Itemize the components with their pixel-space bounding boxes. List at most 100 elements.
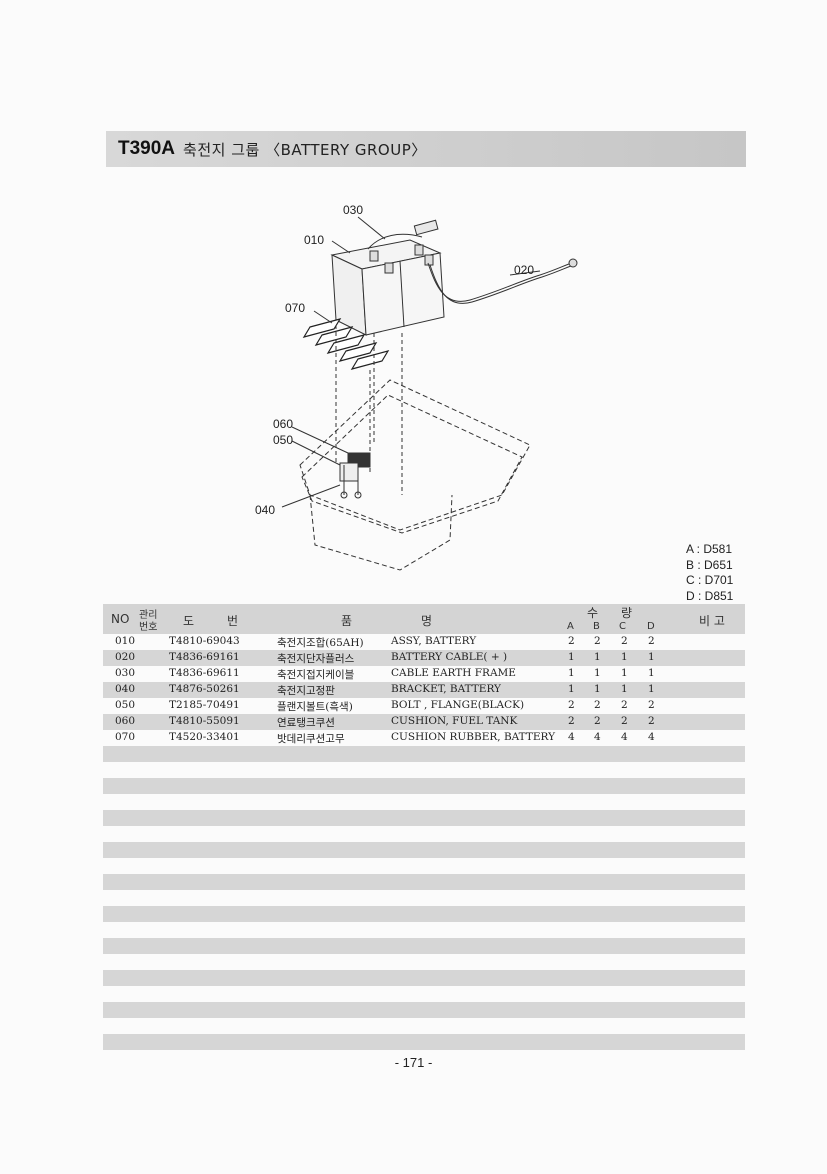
cell-en: CUSHION, FUEL TANK <box>391 715 518 727</box>
cell-part: T4810-69043 <box>169 635 240 647</box>
cell-c: 2 <box>621 699 628 711</box>
header-qty-col-a: A <box>567 621 574 632</box>
model-key-d: D : D851 <box>686 588 734 603</box>
header-qty-col-c: C <box>619 621 626 632</box>
cell-no: 050 <box>115 699 136 711</box>
cell-b: 2 <box>594 715 601 727</box>
cell-en: CUSHION RUBBER, BATTERY <box>391 731 556 743</box>
header-drawing-a: 도 <box>183 614 195 628</box>
table-row <box>103 842 745 858</box>
callout-030: 030 <box>343 203 364 217</box>
cell-en: BRACKET, BATTERY <box>391 683 501 695</box>
battery-group-drawing <box>281 216 578 571</box>
cell-kr: 축전지접지케이블 <box>277 669 355 681</box>
table-row: 050 T2185-70491 플랜지볼트(흑색) BOLT , FLANGE(BLA… <box>103 698 745 714</box>
header-no: NO <box>111 612 130 626</box>
group-code: T390A <box>118 138 176 159</box>
table-row <box>103 810 745 826</box>
cell-d: 2 <box>648 699 655 711</box>
cell-d: 1 <box>648 651 655 663</box>
table-row <box>103 938 745 954</box>
cell-kr: 축전지조합(65AH) <box>277 637 364 649</box>
table-row <box>103 986 745 1002</box>
cell-b: 2 <box>594 699 601 711</box>
cell-a: 2 <box>568 715 575 727</box>
table-row: 020 T4836-69161 축전지단자플러스 BATTERY CABLE( + )… <box>103 650 745 666</box>
cell-c: 1 <box>621 683 628 695</box>
cell-kr: 플랜지볼트(흑색) <box>277 701 353 713</box>
cell-part: T4876-50261 <box>169 683 240 695</box>
callout-050: 050 <box>273 433 294 447</box>
cell-b: 1 <box>594 683 601 695</box>
table-row <box>103 762 745 778</box>
cell-a: 2 <box>568 699 575 711</box>
header-qty-col-b: B <box>593 621 600 632</box>
cell-d: 2 <box>648 635 655 647</box>
cell-en: ASSY, BATTERY <box>391 635 477 647</box>
cell-part: T2185-70491 <box>169 699 240 711</box>
cell-kr: 축전지고정판 <box>277 685 335 697</box>
cell-no: 020 <box>115 651 136 663</box>
cell-a: 1 <box>568 651 575 663</box>
header-name-b: 명 <box>421 614 433 628</box>
page-number: - 171 - <box>394 1055 433 1070</box>
cell-no: 060 <box>115 715 136 727</box>
cell-d: 1 <box>648 683 655 695</box>
cell-d: 1 <box>648 667 655 679</box>
model-key: A : D581 B : D651 C : D701 D : D851 <box>686 542 733 604</box>
cell-en: BATTERY CABLE( + ) <box>391 651 508 663</box>
table-row <box>103 826 745 842</box>
header-qty-b: 량 <box>621 606 633 620</box>
cell-a: 4 <box>568 731 575 743</box>
cell-kr: 밧데리쿠션고무 <box>277 733 345 745</box>
cell-en: CABLE EARTH FRAME <box>391 667 516 679</box>
callout-020: 020 <box>514 263 535 277</box>
table-row <box>103 970 745 986</box>
cell-no: 010 <box>115 635 136 647</box>
cell-kr: 축전지단자플러스 <box>277 653 355 665</box>
cell-en: BOLT , FLANGE(BLACK) <box>391 699 525 711</box>
header-drawing-b: 번 <box>227 614 239 628</box>
cell-part: T4520-33401 <box>169 731 240 743</box>
cell-part: T4836-69161 <box>169 651 240 663</box>
header-name-a: 품 <box>341 614 353 628</box>
cell-a: 1 <box>568 667 575 679</box>
model-key-b: B : D651 <box>686 557 733 572</box>
cell-d: 2 <box>648 715 655 727</box>
table-body: 010 T4810-69043 축전지조합(65AH) ASSY, BATTERY 2 2… <box>103 634 745 1050</box>
table-row: 060 T4810-55091 연료탱크쿠션 CUSHION, FUEL TANK 2 2… <box>103 714 745 730</box>
table-row <box>103 922 745 938</box>
table-row <box>103 874 745 890</box>
model-key-c: C : D701 <box>686 573 734 587</box>
table-row <box>103 858 745 874</box>
cell-part: T4810-55091 <box>169 715 240 727</box>
header-mgmt-bottom: 번호 <box>139 622 158 633</box>
cell-part: T4836-69611 <box>169 667 240 679</box>
table-row <box>103 1034 745 1050</box>
cell-c: 2 <box>621 635 628 647</box>
cell-a: 1 <box>568 683 575 695</box>
cell-b: 4 <box>594 731 601 743</box>
table-row <box>103 778 745 794</box>
cell-c: 1 <box>621 651 628 663</box>
cell-kr: 연료탱크쿠션 <box>277 717 335 729</box>
cell-c: 2 <box>621 715 628 727</box>
header-remarks: 비 고 <box>699 614 725 628</box>
title-bar: T390A 축전지 그룹 〈BATTERY GROUP〉 <box>106 131 746 167</box>
group-title: 축전지 그룹 〈BATTERY GROUP〉 <box>183 140 427 159</box>
table-row <box>103 906 745 922</box>
callout-010: 010 <box>304 233 325 247</box>
cell-b: 1 <box>594 667 601 679</box>
header-mgmt-top: 관리 <box>139 610 158 621</box>
callout-040: 040 <box>255 503 276 517</box>
table-row <box>103 890 745 906</box>
exploded-diagram: 030 010 020 070 060 050 040 <box>240 195 600 575</box>
cell-c: 4 <box>621 731 628 743</box>
table-row: 010 T4810-69043 축전지조합(65AH) ASSY, BATTERY 2 2… <box>103 634 745 650</box>
table-row <box>103 954 745 970</box>
table-header: NO 관리 번호 도 번 품 명 수 량 A B C D 비 고 <box>103 604 745 634</box>
